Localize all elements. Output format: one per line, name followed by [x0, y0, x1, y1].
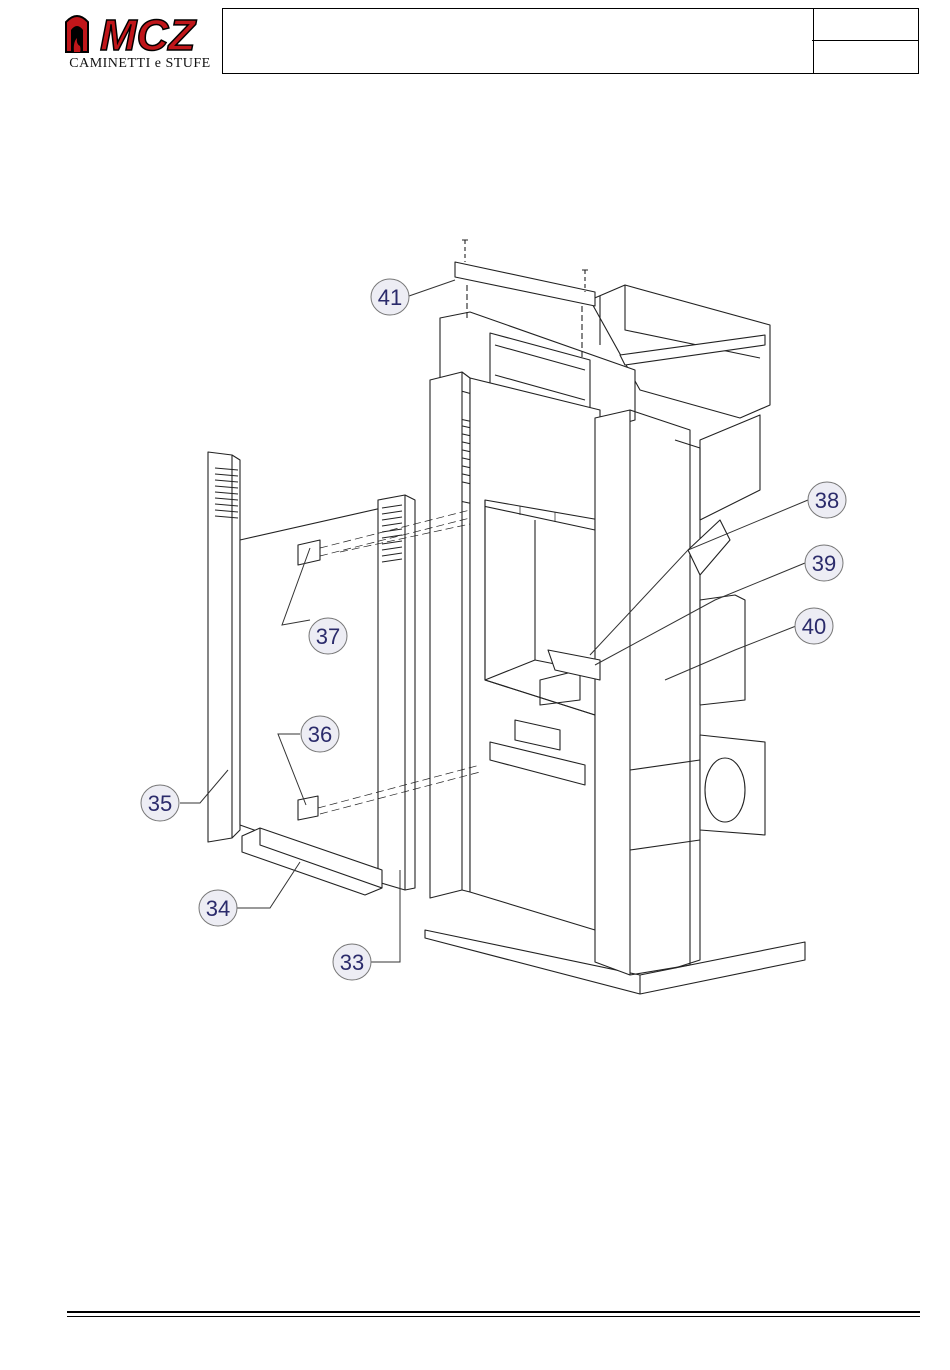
- callout-39: 39: [805, 545, 843, 581]
- footer-rule-thin: [67, 1316, 920, 1317]
- callout-34: 34: [199, 890, 237, 926]
- callout-label: 40: [802, 614, 826, 639]
- footer-rule: [67, 1311, 920, 1313]
- callout-label: 33: [340, 950, 364, 975]
- callout-label: 35: [148, 791, 172, 816]
- callout-40: 40: [795, 608, 833, 644]
- callout-label: 34: [206, 896, 230, 921]
- callout-35: 35: [141, 785, 179, 821]
- callout-label: 41: [378, 285, 402, 310]
- callout-37: 37: [309, 618, 347, 654]
- callout-38: 38: [808, 482, 846, 518]
- callout-33: 33: [333, 944, 371, 980]
- callout-label: 37: [316, 624, 340, 649]
- callout-label: 38: [815, 488, 839, 513]
- callout-41: 41: [371, 279, 409, 315]
- callout-36: 36: [301, 716, 339, 752]
- callout-label: 36: [308, 722, 332, 747]
- callout-label: 39: [812, 551, 836, 576]
